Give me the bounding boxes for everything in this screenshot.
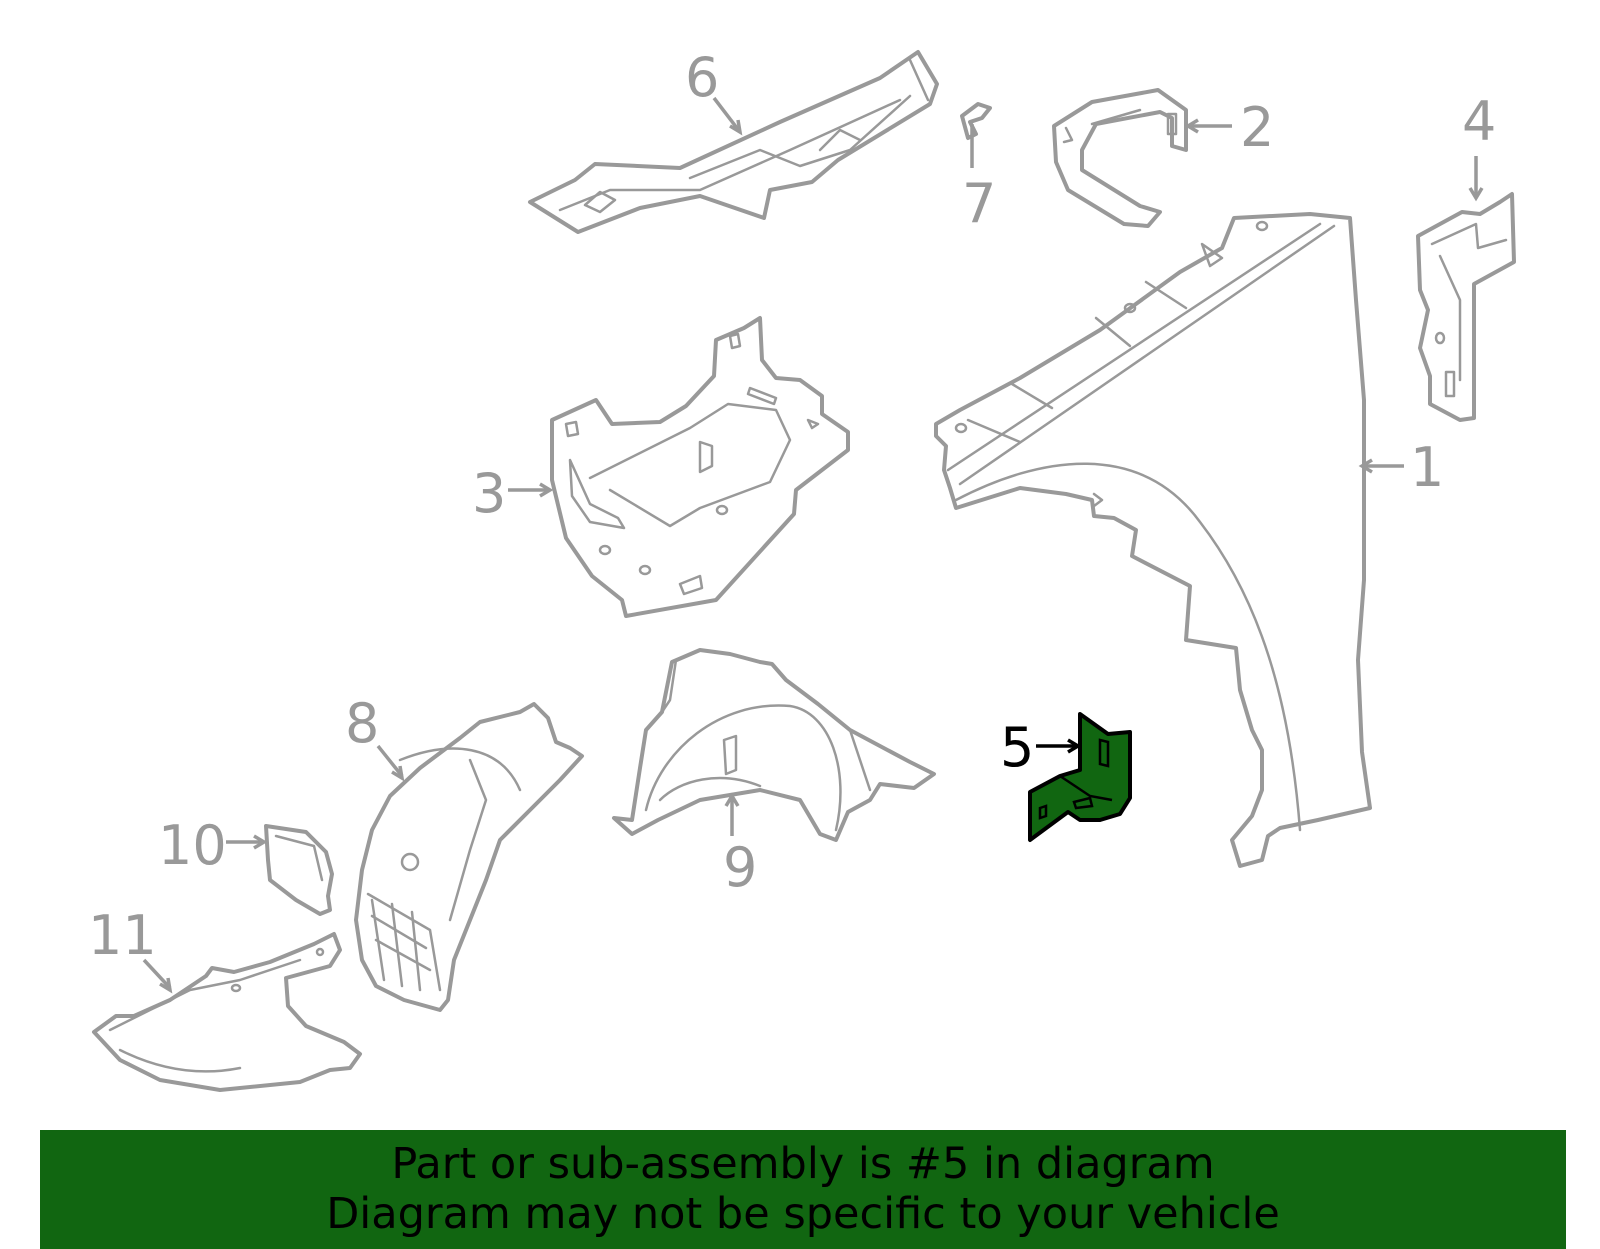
part-2[interactable] <box>1052 88 1188 228</box>
callout-4[interactable]: 4 <box>1462 90 1496 153</box>
info-banner: Part or sub-assembly is #5 in diagram Di… <box>40 1130 1566 1249</box>
leader-11 <box>142 958 172 990</box>
arrowhead-1 <box>1358 458 1373 474</box>
arrowhead-3 <box>539 482 554 498</box>
part-1[interactable] <box>934 212 1372 868</box>
leader-6 <box>712 96 742 134</box>
arrowhead-8 <box>391 765 405 782</box>
part-7[interactable] <box>960 102 992 140</box>
arrowhead-11 <box>159 977 173 994</box>
callout-11[interactable]: 11 <box>88 904 157 967</box>
part-4[interactable] <box>1416 192 1516 422</box>
arrowhead-5 <box>1067 738 1082 754</box>
callout-2[interactable]: 2 <box>1240 96 1274 159</box>
part-10[interactable] <box>264 824 334 916</box>
callout-3[interactable]: 3 <box>472 462 506 525</box>
banner-line-1: Part or sub-assembly is #5 in diagram <box>391 1139 1215 1189</box>
leader-8 <box>376 744 404 778</box>
part-9[interactable] <box>612 648 936 842</box>
arrowhead-4 <box>1468 187 1484 202</box>
callout-7[interactable]: 7 <box>962 172 996 235</box>
callout-9[interactable]: 9 <box>723 836 757 899</box>
part-11[interactable] <box>92 932 362 1092</box>
arrowhead-9 <box>724 792 740 807</box>
arrowhead-2 <box>1184 118 1199 134</box>
banner-line-2: Diagram may not be specific to your vehi… <box>326 1189 1280 1239</box>
callout-1[interactable]: 1 <box>1410 436 1444 499</box>
part-8[interactable] <box>354 702 584 1012</box>
part-3[interactable] <box>550 316 850 618</box>
arrowhead-10 <box>253 834 268 850</box>
part-5[interactable] <box>1028 712 1132 842</box>
callout-5[interactable]: 5 <box>1000 716 1034 779</box>
part-6[interactable] <box>528 50 939 234</box>
arrowhead-6 <box>729 119 743 136</box>
callout-6[interactable]: 6 <box>685 46 719 109</box>
callout-8[interactable]: 8 <box>345 692 379 755</box>
callout-10[interactable]: 10 <box>158 814 227 877</box>
